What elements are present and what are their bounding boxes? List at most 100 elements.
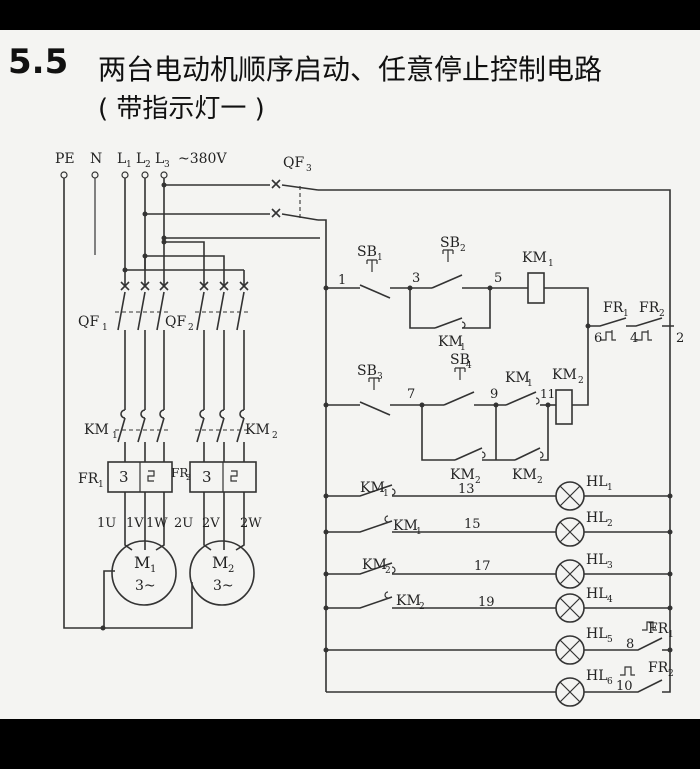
label-sb2-sub: 2 bbox=[460, 244, 466, 254]
label-fr1-nc: FR bbox=[603, 300, 624, 316]
label-km1-series-sub: 1 bbox=[527, 379, 533, 389]
label-km1-series: KM bbox=[505, 370, 530, 386]
km-main-contacts bbox=[115, 409, 250, 462]
label-qf3: QF bbox=[283, 155, 304, 171]
km1-coil bbox=[527, 272, 545, 304]
label-voltage: ~380V bbox=[178, 151, 227, 167]
label-l3-sub: 3 bbox=[164, 160, 170, 170]
node-6: 6 bbox=[594, 331, 602, 346]
m1-term-v: 1V bbox=[126, 516, 144, 531]
label-m2-phase: 3~ bbox=[213, 578, 234, 594]
hl1-lamp bbox=[555, 481, 585, 511]
label-ind-km2-a: KM bbox=[362, 557, 387, 573]
node-5: 5 bbox=[494, 271, 502, 286]
m1-term-u: 1U bbox=[97, 516, 116, 531]
label-fr1-main-sub: 1 bbox=[98, 480, 104, 490]
label-ind-km1-b-sub: 1 bbox=[416, 527, 422, 537]
label-l1-sub: 1 bbox=[126, 160, 132, 170]
label-hl1: HL bbox=[586, 474, 608, 490]
label-l1: L bbox=[117, 151, 126, 167]
km1-holding-contact bbox=[409, 288, 491, 329]
label-hl5: HL bbox=[586, 626, 608, 642]
label-sb3: SB bbox=[357, 363, 377, 379]
label-km2-coil-sub: 2 bbox=[578, 376, 584, 386]
lamps bbox=[555, 481, 585, 707]
label-fr2-nc-sub: 2 bbox=[659, 309, 665, 319]
label-qf3-sub: 3 bbox=[306, 164, 312, 174]
label-hl2-sub: 2 bbox=[607, 519, 613, 529]
label-km1-main-sub: 1 bbox=[112, 431, 118, 441]
label-ind-km2-b: KM bbox=[396, 593, 421, 609]
label-hl6-sub: 6 bbox=[607, 677, 613, 687]
label-m2: M bbox=[212, 553, 228, 572]
pe-line bbox=[63, 178, 103, 629]
m2-term-w: 2W bbox=[240, 516, 262, 531]
label-ind-km1-a: KM bbox=[360, 480, 385, 496]
label-l2-sub: 2 bbox=[145, 160, 151, 170]
label-qf2: QF bbox=[165, 314, 186, 330]
label-m2-sub: 2 bbox=[228, 564, 234, 575]
label-pe: PE bbox=[55, 151, 75, 167]
diagram-title: 两台电动机顺序启动、任意停止控制电路 bbox=[98, 53, 603, 86]
label-ind-km1-a-sub: 1 bbox=[383, 489, 389, 499]
label-hl5-sub: 5 bbox=[607, 635, 613, 645]
qf1-qf2-breakers bbox=[115, 281, 250, 410]
label-hl2: HL bbox=[586, 510, 608, 526]
label-km1-aux: KM bbox=[438, 334, 463, 350]
label-fr-ind-1: FR bbox=[648, 621, 669, 637]
label-hl4: HL bbox=[586, 586, 608, 602]
node-1: 1 bbox=[338, 273, 346, 288]
diagram-subtitle: ( 带指示灯一 ) bbox=[98, 94, 265, 124]
wire-17: 17 bbox=[474, 559, 491, 574]
label-ind-km2-a-sub: 2 bbox=[385, 566, 391, 576]
label-km2-coil: KM bbox=[552, 367, 577, 383]
label-sb3-sub: 3 bbox=[377, 372, 383, 382]
node-9: 9 bbox=[490, 387, 498, 402]
power-supply-terminals bbox=[60, 171, 168, 179]
hl2-lamp bbox=[555, 517, 585, 547]
label-hl4-sub: 4 bbox=[607, 595, 613, 605]
label-km2-aux-b: KM bbox=[512, 467, 537, 483]
label-km2-main-sub: 2 bbox=[272, 431, 278, 441]
label-sb1-sub: 1 bbox=[377, 253, 383, 263]
motor-m2 bbox=[189, 540, 255, 606]
wire-13: 13 bbox=[458, 482, 475, 497]
label-fr1-main: FR bbox=[78, 471, 99, 487]
sb4-start-button bbox=[443, 367, 475, 406]
circuit-diagram: PE N L 1 L 2 L 3 ~380V QF 3 bbox=[55, 151, 684, 707]
qf3-breaker bbox=[271, 179, 671, 692]
diagram-page: 5.5 两台电动机顺序启动、任意停止控制电路 ( 带指示灯一 ) PE N L … bbox=[0, 30, 700, 719]
label-km1-main: KM bbox=[84, 422, 109, 438]
label-sb1: SB bbox=[357, 244, 377, 260]
bus-distribution bbox=[125, 241, 244, 285]
km1-series-contact bbox=[505, 391, 540, 406]
lamp-right-wiring bbox=[584, 493, 673, 693]
label-qf1: QF bbox=[78, 314, 99, 330]
label-l2: L bbox=[136, 151, 145, 167]
label-l3: L bbox=[155, 151, 164, 167]
label-ind-km1-b: KM bbox=[393, 518, 418, 534]
m1-term-w: 1W bbox=[146, 516, 168, 531]
label-km2-aux-a: KM bbox=[450, 467, 475, 483]
node-2: 2 bbox=[676, 331, 684, 346]
motor-ground bbox=[103, 570, 193, 629]
label-qf1-sub: 1 bbox=[102, 323, 108, 333]
node-7: 7 bbox=[407, 387, 415, 402]
sb1-stop-button bbox=[359, 259, 391, 299]
hl4-lamp bbox=[555, 593, 585, 623]
fr2-thermal-relay bbox=[189, 461, 257, 493]
m2-term-v: 2V bbox=[202, 516, 220, 531]
fr2-box-number: 3 bbox=[202, 468, 212, 486]
label-ind-km2-b-sub: 2 bbox=[419, 602, 425, 612]
label-fr2-main-sub: 2 bbox=[186, 473, 191, 482]
node-4: 4 bbox=[630, 331, 638, 346]
label-km1-aux-sub: 1 bbox=[460, 343, 466, 353]
label-fr-ind-1-sub: 1 bbox=[668, 630, 674, 640]
wire-15: 15 bbox=[464, 517, 481, 532]
motor-m1 bbox=[111, 540, 177, 606]
label-fr2-nc: FR bbox=[639, 300, 660, 316]
label-km2-main: KM bbox=[245, 422, 270, 438]
node-8: 8 bbox=[626, 637, 634, 652]
label-km1-coil-sub: 1 bbox=[548, 259, 554, 269]
label-hl3-sub: 3 bbox=[607, 561, 613, 571]
